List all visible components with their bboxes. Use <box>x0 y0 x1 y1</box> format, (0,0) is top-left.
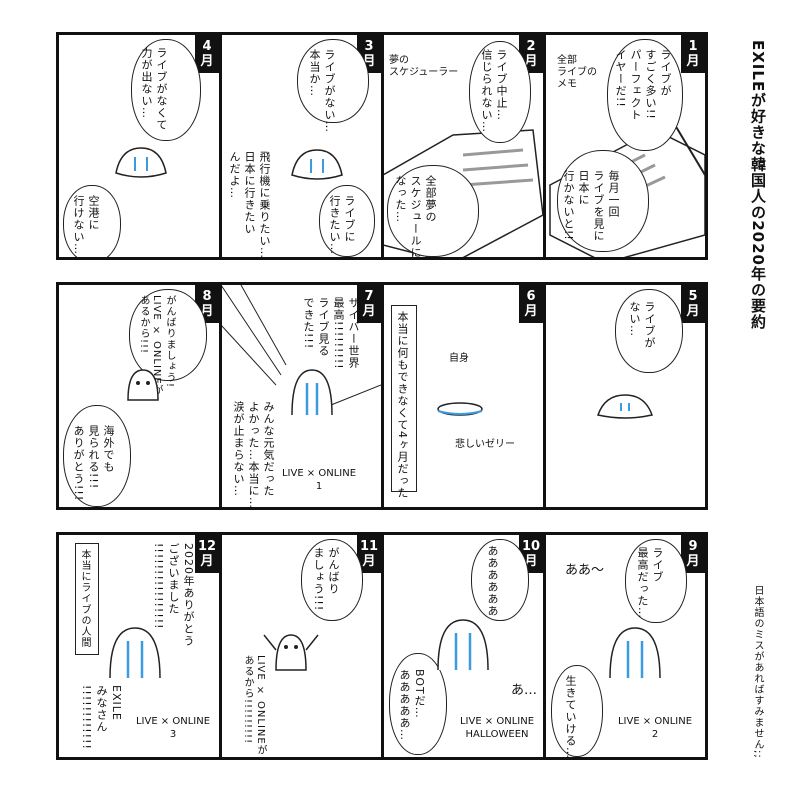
dialogue-text: 海外でも 見られる!!! ありがとう!!! <box>72 425 115 502</box>
jelly-character <box>291 149 343 180</box>
cheering-jelly <box>263 634 319 671</box>
scheduler-label: 夢の スケジューラー <box>389 55 459 78</box>
crying-jelly <box>609 627 661 679</box>
caption-box <box>391 305 417 492</box>
jelly-label: 悲しいゼリー <box>455 439 515 450</box>
live-online-caption: LIVE × ONLINE 1 <box>281 468 357 492</box>
flat-jelly <box>437 402 483 416</box>
dialogue-text: 毎月一回 ライブを見に 日本に 行かないと!! <box>562 170 620 242</box>
speech-bubble <box>471 539 529 621</box>
dialogue-text: がんばり ましょう!!! <box>312 547 340 612</box>
crying-jelly <box>291 369 333 416</box>
dialogue-text: がんばりましょう! LIVE × ONLINEが あるから!!! <box>138 295 175 396</box>
speech-bubble <box>301 539 363 621</box>
self-label: 自身 <box>449 353 469 364</box>
live-online-caption: LIVE × ONLINE 2 <box>617 716 693 740</box>
sigh-text: あ… <box>511 683 538 698</box>
dialogue-text: EXILE みなさん !!!!!!!!!!!! <box>80 685 123 750</box>
speech-bubble <box>607 39 683 151</box>
speech-bubble <box>297 39 369 123</box>
caption-text: 本当に何もできなくて4ヶ月だった <box>396 311 409 499</box>
dialogue-text: 飛行機に乗りたい… 日本に行きたい んだよ… <box>228 151 271 259</box>
speech-bubble <box>389 653 447 755</box>
dialogue-text: 2020年ありがとう ございました !!!!!!!!!!!!!!!! <box>152 543 195 647</box>
dialogue-text: BOTだ… あああああ… <box>398 669 426 741</box>
dialogue-text: 生きていける… <box>564 675 577 759</box>
sigh-text: ああ〜 <box>565 563 605 578</box>
crying-jelly <box>437 619 489 671</box>
speech-bubble <box>615 289 683 373</box>
page-title: EXILEが好きな韓国人の2020年の要約 <box>749 40 767 330</box>
dialogue-text: ライブ中止… 信じられない… <box>480 49 508 133</box>
speech-bubble <box>469 41 531 143</box>
dialogue-text: 全部夢の スケジュールに なった… <box>394 175 437 259</box>
dialogue-text: ああああああ <box>486 545 499 617</box>
speech-bubble <box>129 289 207 381</box>
caption-box <box>75 543 99 655</box>
speech-bubble <box>63 405 131 507</box>
speech-bubble <box>625 539 687 623</box>
live-online-caption: LIVE × ONLINE HALLOWEEN <box>459 716 535 740</box>
caption-text: 本当にライブの人間 <box>79 549 90 648</box>
dialogue-text: ライブが すごく多い!! パーフェクト イヤーだ!! <box>614 49 672 121</box>
side-note: 日本語のミスがあればすみません;; <box>752 585 763 759</box>
dialogue-text: LIVE × ONLINEが あるから!!!!!!!!! <box>242 655 266 756</box>
jelly-character <box>115 147 167 178</box>
dialogue-text: ライブ 最高だった… <box>636 547 664 619</box>
jelly-character <box>127 369 159 401</box>
speed-lines <box>221 285 381 406</box>
dialogue-text: みんな元気だった よかった…本当に… 涙が止まらない… <box>232 401 275 509</box>
speech-bubble <box>131 39 201 141</box>
speech-bubble <box>557 150 649 252</box>
speech-bubble <box>387 165 479 257</box>
dialogue-text: ライブに 行きたい… <box>328 195 356 255</box>
speech-bubble <box>551 665 603 757</box>
dialogue-text: ライブがなくて 力が出ない… <box>140 47 168 131</box>
live-online-caption: LIVE × ONLINE 3 <box>135 716 211 740</box>
dialogue-text: ライブがない… 本当か… <box>308 49 336 133</box>
speech-bubble <box>319 185 375 257</box>
dialogue-text: サイバー世界 最高!!!!!!!!! ライブ見る できた!!! <box>302 297 360 370</box>
memo-label: 全部 ライブの メモ <box>557 55 597 90</box>
speech-bubble <box>63 185 121 257</box>
dialogue-text: 空港に 行けない… <box>72 195 100 255</box>
crying-jelly <box>109 627 161 679</box>
dialogue-text: ライブが ない… <box>628 301 656 349</box>
jelly-character <box>597 394 653 419</box>
